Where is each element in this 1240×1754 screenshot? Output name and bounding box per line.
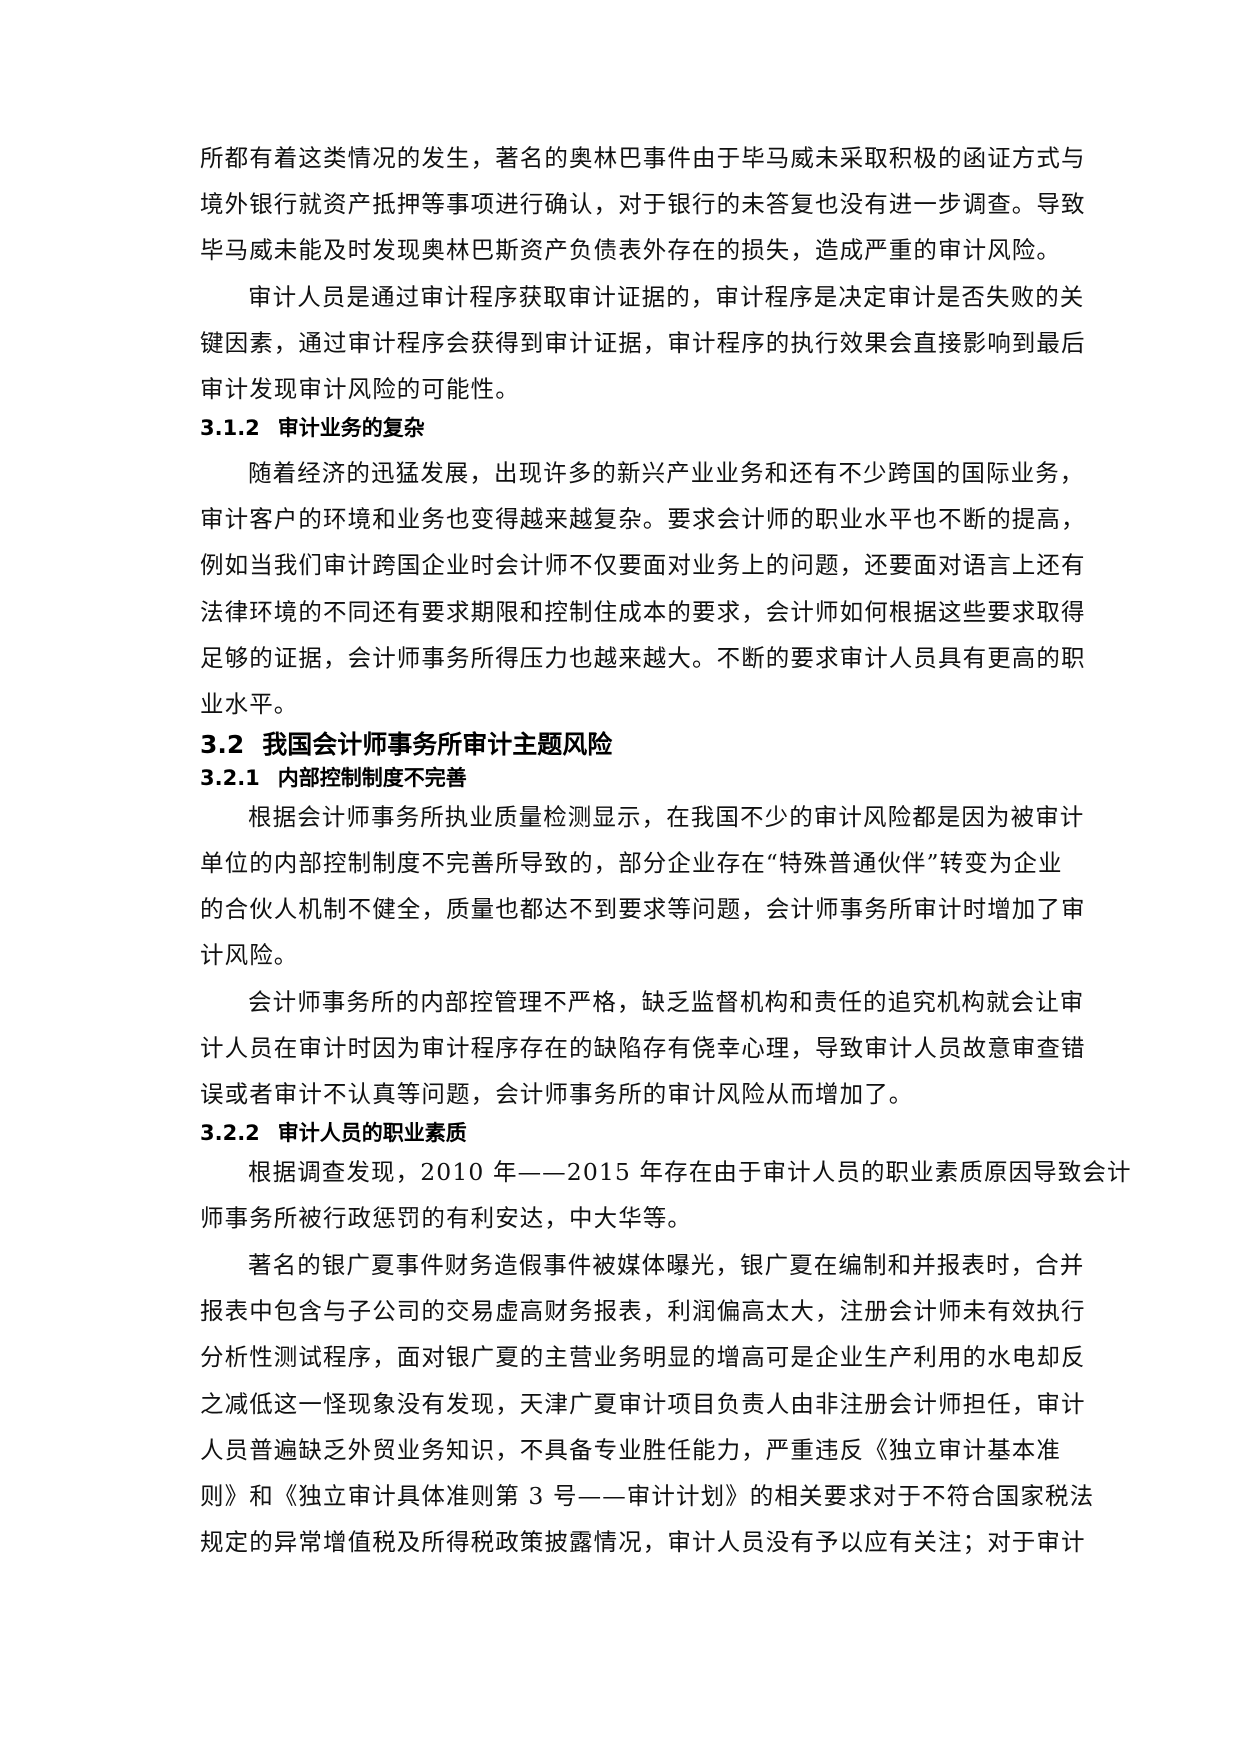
- paragraph-line: 误或者审计不认真等问题，会计师事务所的审计风险从而增加了。: [200, 1080, 914, 1108]
- paragraph-line: 著名的银广夏事件财务造假事件被媒体曝光，银广夏在编制和并报表时，合并: [248, 1251, 1085, 1279]
- section-heading-3-2-1: 3.2.1 内部控制制度不完善: [200, 764, 467, 792]
- paragraph-line: 师事务所被行政惩罚的有利安达，中大华等。: [200, 1204, 692, 1232]
- paragraph-line: 足够的证据，会计师事务所得压力也越来越大。不断的要求审计人员具有更高的职: [200, 644, 1086, 672]
- paragraph-line: 会计师事务所的内部控管理不严格，缺乏监督机构和责任的追究机构就会让审: [248, 988, 1085, 1016]
- paragraph-line: 则》和《独立审计具体准则第 3 号——审计计划》的相关要求对于不符合国家税法: [200, 1482, 1095, 1510]
- paragraph-line: 分析性测试程序，面对银广夏的主营业务明显的增高可是企业生产利用的水电却反: [200, 1343, 1086, 1371]
- paragraph-line: 键因素，通过审计程序会获得到审计证据，审计程序的执行效果会直接影响到最后: [200, 329, 1086, 357]
- paragraph-line: 境外银行就资产抵押等事项进行确认，对于银行的未答复也没有进一步调查。导致: [200, 190, 1086, 218]
- section-number: 3.1.2: [200, 416, 260, 440]
- paragraph-line: 所都有着这类情况的发生，著名的奥林巴事件由于毕马威未采取积极的函证方式与: [200, 144, 1086, 172]
- paragraph-line: 毕马威未能及时发现奥林巴斯资产负债表外存在的损失，造成严重的审计风险。: [200, 236, 1061, 264]
- section-heading-3-2-2: 3.2.2 审计人员的职业素质: [200, 1119, 467, 1147]
- paragraph-line: 随着经济的迅猛发展，出现许多的新兴产业业务和还有不少跨国的国际业务，: [248, 459, 1085, 487]
- section-number: 3.2.1: [200, 766, 260, 790]
- paragraph-line: 计人员在审计时因为审计程序存在的缺陷存有侥幸心理，导致审计人员故意审查错: [200, 1034, 1086, 1062]
- paragraph-line: 根据调查发现，2010 年——2015 年存在由于审计人员的职业素质原因导致会计: [248, 1158, 1132, 1186]
- section-heading-3-2: 3.2 我国会计师事务所审计主题风险: [200, 729, 612, 761]
- paragraph-line: 之减低这一怪现象没有发现，天津广夏审计项目负责人由非注册会计师担任，审计: [200, 1390, 1086, 1418]
- section-heading-3-1-2: 3.1.2 审计业务的复杂: [200, 414, 425, 442]
- paragraph-line: 业水平。: [200, 690, 299, 718]
- section-number: 3.2.2: [200, 1121, 260, 1145]
- paragraph-line: 审计人员是通过审计程序获取审计证据的，审计程序是决定审计是否失败的关: [248, 283, 1085, 311]
- paragraph-line: 审计客户的环境和业务也变得越来越复杂。要求会计师的职业水平也不断的提高，: [200, 505, 1086, 533]
- paragraph-line: 单位的内部控制制度不完善所导致的，部分企业存在“特殊普通伙伴”转变为企业: [200, 849, 1063, 877]
- paragraph-line: 人员普遍缺乏外贸业务知识，不具备专业胜任能力，严重违反《独立审计基本准: [200, 1436, 1061, 1464]
- paragraph-line: 法律环境的不同还有要求期限和控制住成本的要求，会计师如何根据这些要求取得: [200, 598, 1086, 626]
- paragraph-line: 计风险。: [200, 941, 299, 969]
- paragraph-line: 规定的异常增值税及所得税政策披露情况，审计人员没有予以应有关注；对于审计: [200, 1528, 1086, 1556]
- section-title: 内部控制制度不完善: [277, 766, 467, 790]
- paragraph-line: 报表中包含与子公司的交易虚高财务报表，利润偏高太大，注册会计师未有效执行: [200, 1297, 1086, 1325]
- paragraph-line: 的合伙人机制不健全，质量也都达不到要求等问题，会计师事务所审计时增加了审: [200, 895, 1086, 923]
- section-title: 我国会计师事务所审计主题风险: [262, 730, 613, 759]
- section-number: 3.2: [200, 730, 245, 759]
- paragraph-line: 根据会计师事务所执业质量检测显示，在我国不少的审计风险都是因为被审计: [248, 803, 1085, 831]
- paragraph-line: 审计发现审计风险的可能性。: [200, 375, 520, 403]
- section-title: 审计人员的职业素质: [277, 1121, 467, 1145]
- paragraph-line: 例如当我们审计跨国企业时会计师不仅要面对业务上的问题，还要面对语言上还有: [200, 551, 1086, 579]
- section-title: 审计业务的复杂: [277, 416, 425, 440]
